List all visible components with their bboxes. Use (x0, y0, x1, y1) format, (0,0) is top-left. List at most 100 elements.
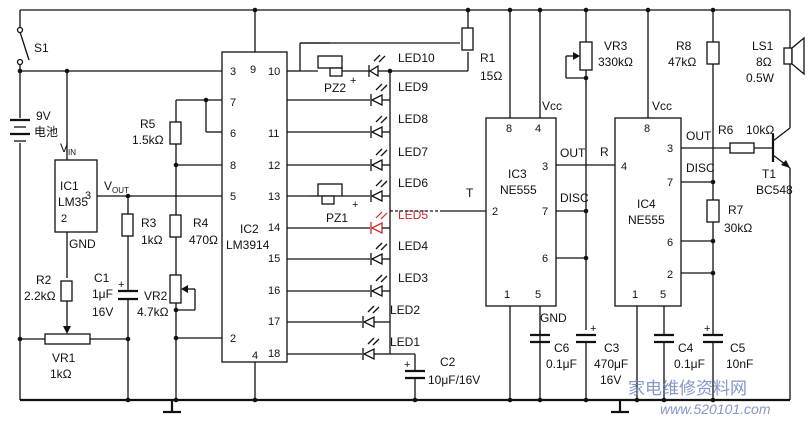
ic1-vin-label: VIN (60, 141, 76, 157)
ic1-name: IC1 (60, 179, 79, 193)
c3-value-cap: 470μF (594, 357, 628, 371)
r8-label: R8 (676, 39, 692, 53)
ic4-part: NE555 (628, 213, 665, 227)
c3-value-voltage: 16V (600, 373, 621, 387)
ic2-pin-12: 12 (268, 160, 280, 172)
led6-label: LED6 (398, 176, 428, 190)
led8-label: LED8 (398, 112, 428, 126)
ic2-pin-5: 5 (230, 191, 236, 203)
ic2-pin-8: 8 (230, 160, 236, 172)
ic3-pin-7: 7 (542, 206, 548, 218)
led9-label: LED9 (398, 80, 428, 94)
ic1-gnd-label: GND (69, 237, 96, 251)
r3-label: R3 (141, 216, 157, 230)
led5-label: LED5 (398, 208, 428, 222)
t1-label: T1 (762, 167, 776, 181)
vr3-value: 330kΩ (598, 55, 633, 69)
capacitor-c2: + C2 10μF/16V (390, 353, 480, 400)
vr2-value: 4.7kΩ (137, 305, 169, 319)
led10-label: LED10 (398, 51, 435, 65)
ic3-vcc: Vcc (542, 99, 562, 113)
c1-plus: + (118, 279, 124, 291)
resistor-r6: R6 10kΩ (681, 123, 774, 154)
r2-label: R2 (36, 273, 52, 287)
battery-voltage-label: 9V (36, 109, 51, 123)
ic4-vcc: Vcc (652, 99, 672, 113)
ic2-part: LM3914 (226, 238, 270, 252)
ic2-pin-18: 18 (268, 348, 280, 360)
battery-cn-label: 电池 (34, 125, 58, 139)
capacitor-c6: C6 0.1μF (530, 330, 577, 371)
pz1-plus: + (352, 199, 358, 211)
resistor-r3: R3 1kΩ (121, 196, 163, 290)
ic2-pin-17: 17 (268, 316, 280, 328)
ic3-pin-5: 5 (535, 289, 541, 301)
ic4-pin-5: 5 (660, 289, 666, 301)
led-9: LED9 (370, 80, 428, 107)
ic2-pin-10: 10 (268, 66, 280, 78)
potentiometer-vr2: VR2 4.7kΩ (137, 274, 196, 400)
ic3-pin-4: 4 (535, 123, 541, 135)
r1-label: R1 (480, 51, 496, 65)
ic3-pin-2: 2 (492, 206, 498, 218)
r8-value: 47kΩ (668, 55, 696, 69)
r5-label: R5 (140, 117, 156, 131)
c6-value: 0.1μF (546, 357, 577, 371)
watermark: 家电维修资料网 www.520101.com (628, 379, 771, 417)
c1-label: C1 (94, 271, 110, 285)
ic4-out: OUT (686, 129, 712, 143)
r4-value: 470Ω (189, 233, 218, 247)
c2-label: C2 (440, 355, 456, 369)
vr3-label: VR3 (604, 39, 628, 53)
r6-label: R6 (718, 123, 734, 137)
power-rail-top (20, 9, 791, 118)
ic3-pin-3: 3 (542, 161, 548, 173)
led-10: LED10 (368, 51, 435, 78)
c6-label: C6 (554, 341, 570, 355)
vr2-label: VR2 (144, 289, 168, 303)
piezo-pz1: PZ1 + (310, 183, 370, 225)
capacitor-c4: C4 0.1μF (654, 333, 705, 400)
pz2-plus: + (350, 75, 356, 87)
trigger-wire-t: T (390, 186, 486, 212)
ic3-pin-6: 6 (542, 253, 548, 265)
led-3: LED3 (370, 271, 428, 298)
r-label: R (600, 145, 609, 159)
led-array: LED10 LED9 LED8 LED7 LED (362, 51, 435, 361)
resistor-r4: R4 470Ω (169, 165, 218, 275)
led-2: LED2 (362, 303, 420, 329)
ic1-part: LM35 (58, 195, 88, 209)
ic1-lm35: VIN IC1 LM35 3 2 VOUT GND (54, 141, 129, 251)
r1-value: 15Ω (480, 69, 502, 83)
ic2-pin-7: 7 (230, 97, 236, 109)
r4-label: R4 (193, 216, 209, 230)
ic3-out: OUT (560, 146, 586, 160)
pz1-label: PZ1 (326, 211, 348, 225)
resistor-r8: R8 47kΩ (668, 39, 720, 182)
c1-value-cap: 1μF (92, 287, 113, 301)
resistor-r2: R2 2.2kΩ (24, 273, 73, 303)
ic4-pin-2: 2 (667, 269, 673, 281)
ground-rail-bottom (20, 398, 790, 414)
ic2-name: IC2 (240, 222, 259, 236)
potentiometer-vr1: VR1 1kΩ (20, 326, 128, 381)
ic2-pin-6: 6 (230, 128, 236, 140)
c3-label: C3 (604, 341, 620, 355)
r7-label: R7 (728, 203, 744, 217)
ic3-part: NE555 (500, 183, 537, 197)
resistor-r7: R7 30kΩ (706, 182, 752, 334)
ic3-ne555: IC3 NE555 8 4 3 2 7 6 1 5 Vcc OUT DISC G… (485, 99, 589, 325)
ic2-pin-16: 16 (268, 285, 280, 297)
r7-value: 30kΩ (724, 221, 752, 235)
ic4-pin-6: 6 (667, 237, 673, 249)
led-6: LED6 (370, 176, 428, 203)
speaker-ls1: LS1 8Ω 0.5W (746, 36, 805, 85)
ic1-pin3: 3 (85, 190, 91, 202)
watermark-url: www.520101.com (660, 401, 771, 417)
transistor-t1: T1 BC548 (756, 64, 793, 400)
ic2-pin-4: 4 (252, 350, 258, 362)
r6-value: 10kΩ (746, 123, 774, 137)
s1-label: S1 (34, 41, 49, 55)
ic3-name: IC3 (508, 167, 527, 181)
